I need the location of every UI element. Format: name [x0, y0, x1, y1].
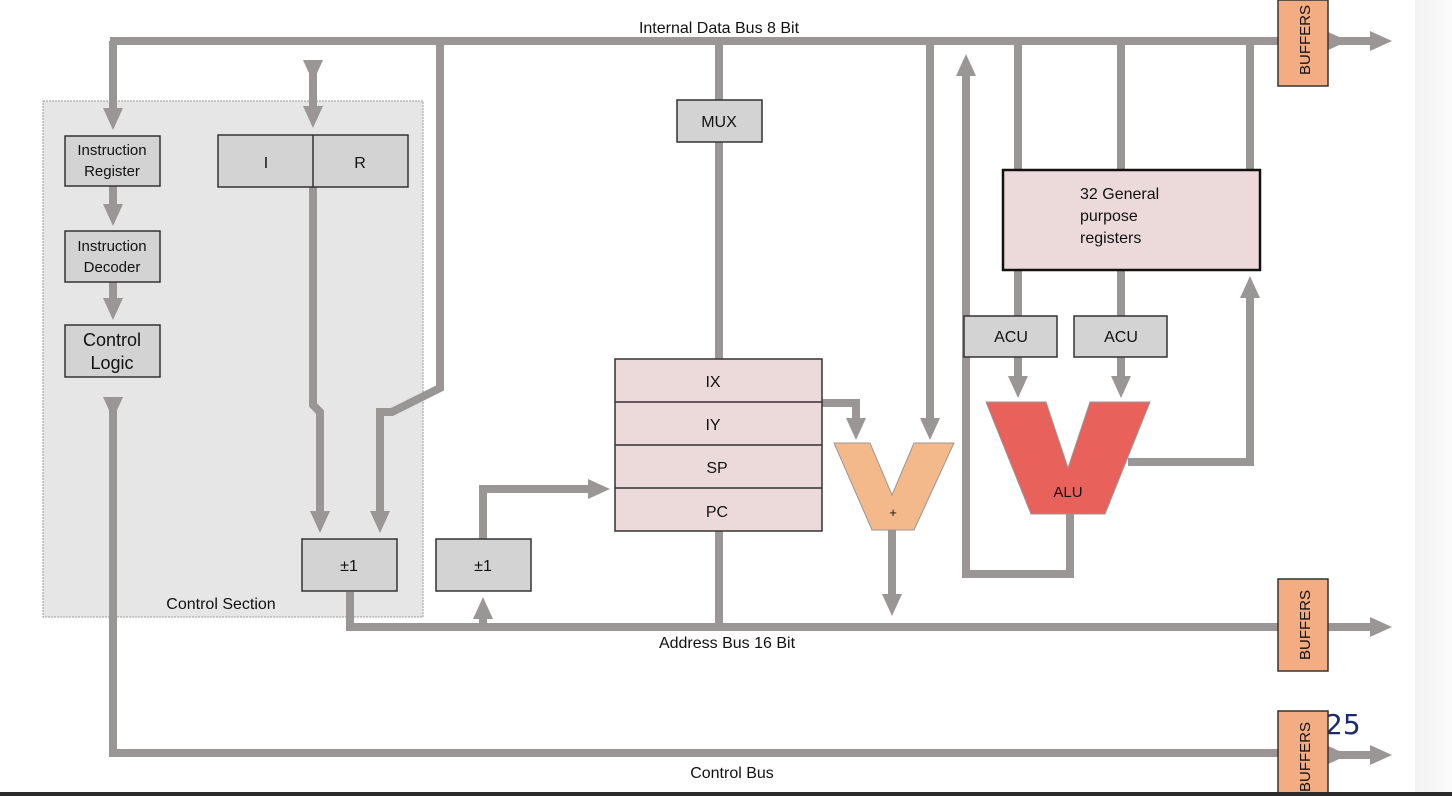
wires [103, 31, 1392, 765]
control-section-label: Control Section [166, 596, 275, 613]
instruction-decoder: Instruction Decoder [64, 230, 161, 283]
buffers-address-label: BUFFERS [1297, 590, 1314, 660]
bottom-rule [0, 792, 1452, 796]
incdec-address: ±1 [435, 538, 532, 592]
ir-label-2: Register [84, 163, 140, 180]
mux-box: MUX [676, 99, 763, 143]
r-register-label: R [354, 155, 366, 172]
adder-label: + [889, 505, 897, 520]
decoder-label-1: Instruction [77, 238, 146, 255]
logic-label-1: Control [83, 330, 141, 350]
address-bus-label: Address Bus 16 Bit [659, 635, 796, 652]
control-logic: Control Logic [64, 324, 161, 378]
decoder-label-2: Decoder [84, 259, 141, 276]
acu-right-label: ACU [1104, 329, 1138, 346]
acu-left-label: ACU [994, 329, 1028, 346]
alu: ALU [985, 401, 1151, 515]
wire-ix-to-adder [822, 399, 866, 440]
reg-ix-label: IX [705, 374, 720, 391]
control-bus-label: Control Bus [690, 765, 774, 782]
wire-alu-to-registers [1128, 276, 1260, 466]
incdec-address-label: ±1 [474, 558, 492, 575]
gpr-label-2: purpose [1080, 208, 1138, 225]
logic-label-2: Logic [90, 353, 133, 373]
gpr-label-3: registers [1080, 230, 1141, 247]
i-register-label: I [264, 155, 268, 172]
address-adder: + [833, 442, 955, 531]
slide-edge-strip [1415, 0, 1452, 796]
mux-label: MUX [701, 114, 737, 131]
control-bus-line [103, 397, 1278, 757]
buffers-data-label: BUFFERS [1297, 5, 1314, 75]
acu-left: ACU [963, 315, 1058, 358]
slide-number: 25 [1325, 708, 1361, 741]
buffers-control-label: BUFFERS [1297, 722, 1314, 792]
reg-iy-label: IY [705, 417, 720, 434]
pointer-registers: IX IY SP PC [614, 358, 823, 532]
buffers-address: BUFFERS [1277, 578, 1329, 672]
wire-r-to-incdec [309, 187, 330, 533]
incdec-control-label: ±1 [340, 558, 358, 575]
wire-incdec2-to-regs [479, 479, 610, 539]
buffers-data: BUFFERS [1277, 0, 1329, 87]
reg-pc-label: PC [706, 504, 728, 521]
reg-sp-label: SP [706, 460, 727, 477]
ir-label-1: Instruction [77, 142, 146, 159]
wire-bus-to-incdec [370, 41, 444, 533]
acu-right: ACU [1073, 315, 1168, 358]
buffers-control: BUFFERS [1277, 710, 1329, 796]
i-r-register: I R [217, 134, 409, 188]
instruction-register: Instruction Register [64, 135, 161, 187]
incdec-control: ±1 [301, 538, 398, 592]
general-purpose-registers: 32 General purpose registers [1001, 168, 1262, 272]
alu-label: ALU [1053, 484, 1082, 501]
data-bus-label: Internal Data Bus 8 Bit [639, 20, 800, 37]
gpr-label-1: 32 General [1080, 186, 1159, 203]
